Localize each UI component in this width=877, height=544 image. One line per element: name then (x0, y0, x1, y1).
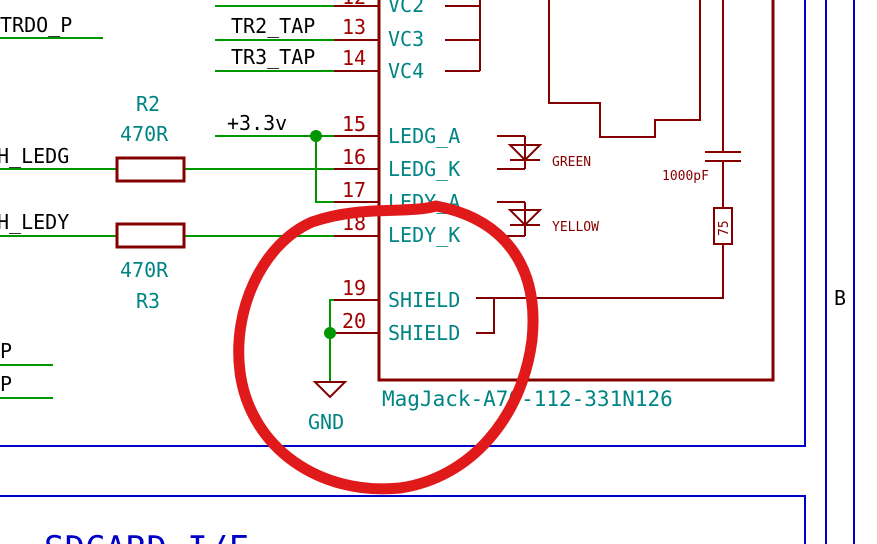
right-pin-stubs (445, 0, 495, 334)
sheet-zone-label: B (834, 286, 846, 310)
net-label-3v3: +3.3v (227, 111, 287, 135)
r2-value: 470R (120, 122, 169, 146)
net-label-trdo-p: TRDO_P (0, 13, 72, 37)
led-green-symbol (497, 135, 543, 170)
pin-number: 14 (342, 46, 366, 70)
pin-number: 16 (342, 145, 366, 169)
next-section-title: SDCARD I/F (44, 529, 249, 544)
pin-name: VC2 (388, 0, 424, 17)
net-label-tr2-tap: TR2_TAP (231, 14, 315, 38)
pin-number: 12 (342, 0, 366, 9)
r3-ref: R3 (136, 289, 160, 313)
led-yellow-label: YELLOW (552, 220, 599, 235)
connector-part-number: MagJack-A70-112-331N126 (382, 387, 673, 411)
net-label-p2: P (0, 372, 12, 396)
led-green-label: GREEN (552, 155, 591, 170)
pin-number: 19 (342, 276, 366, 300)
resistor-r3 (115, 222, 186, 249)
pin-number: 17 (342, 178, 366, 202)
pin-number: 13 (342, 15, 366, 39)
net-label-tr3-tap: TR3_TAP (231, 45, 315, 69)
net-label-h-ledy: H_LEDY (0, 210, 69, 234)
led-yellow-symbol (497, 201, 543, 237)
pin-name: LEDG_K (388, 157, 460, 181)
net-label-p1: P (0, 339, 12, 363)
connector-pin-stubs (334, 5, 379, 334)
junction-dot (310, 130, 322, 142)
gnd-symbol (312, 381, 348, 399)
pin-numbers: 12 13 14 15 16 17 18 19 20 (342, 0, 366, 333)
r3-value: 470R (120, 258, 169, 282)
magjack-internal-outline (480, 0, 741, 299)
junction-dot (324, 327, 336, 339)
pin-name: SHIELD (388, 288, 460, 312)
gnd-label: GND (308, 410, 344, 434)
capacitor-value: 1000pF (662, 169, 709, 184)
pin-name: LEDG_A (388, 124, 460, 148)
pin-name: LEDY_K (388, 223, 460, 247)
r2-ref: R2 (136, 92, 160, 116)
resistor-75-value: 75 (717, 220, 732, 236)
pin-number: 15 (342, 112, 366, 136)
resistor-r2 (115, 156, 186, 183)
pin-name: SHIELD (388, 321, 460, 345)
net-label-h-ledg: H_LEDG (0, 144, 69, 168)
pin-names: VC2 VC3 VC4 LEDG_A LEDG_K LEDY_A LEDY_K … (388, 0, 460, 345)
annotation-circle (233, 200, 539, 495)
wires (0, 5, 334, 399)
pin-name: VC3 (388, 27, 424, 51)
pin-name: VC4 (388, 59, 424, 83)
pin-number: 20 (342, 309, 366, 333)
magjack-body (377, 0, 775, 382)
